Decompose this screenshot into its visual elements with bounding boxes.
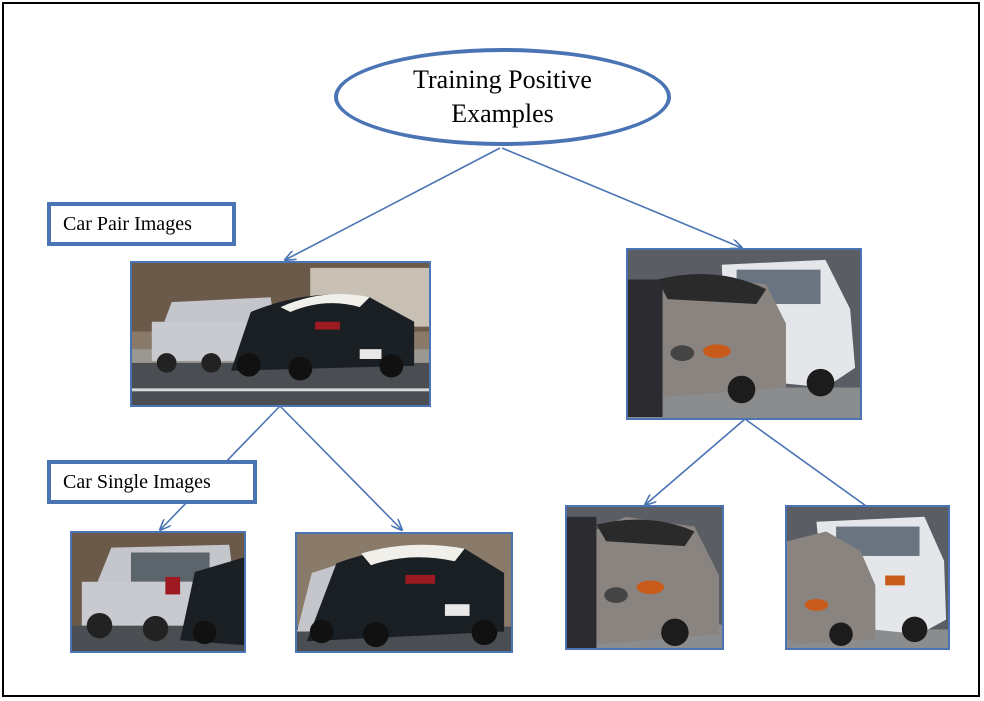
car-pair-photo-left	[130, 261, 431, 407]
car-single-label: Car Single Images	[63, 470, 211, 493]
car-single-photo-3	[565, 505, 724, 650]
car-single-photo-1	[70, 531, 246, 653]
car-single-photo-2	[295, 532, 513, 653]
car-pair-label: Car Pair Images	[63, 212, 192, 235]
root-node-label: Training Positive Examples	[413, 65, 592, 128]
car-pair-label-box: Car Pair Images	[47, 202, 236, 246]
root-node-ellipse: Training Positive Examples	[334, 48, 671, 146]
car-pair-photo-right	[626, 248, 862, 420]
car-single-label-box: Car Single Images	[47, 460, 257, 504]
car-single-photo-4	[785, 505, 950, 650]
